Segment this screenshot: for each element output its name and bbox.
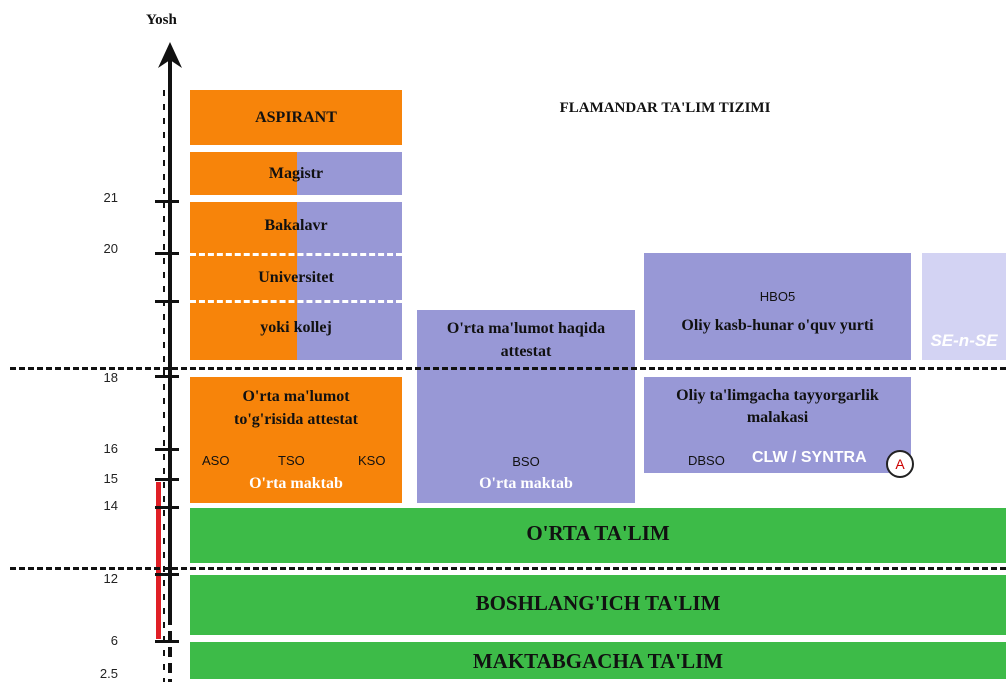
age-label: 14 (103, 498, 118, 513)
universitet-label: Universitet (258, 269, 334, 286)
hbo5-code: HBO5 (759, 289, 796, 304)
orta-maktab-label: O'rta maktab (249, 475, 343, 492)
tick-6 (155, 640, 179, 643)
dbso-box: Oliy ta'limgacha tayyorgarlik malakasi D… (644, 377, 911, 473)
orta-talim-label: O'RTA TA'LIM (526, 521, 670, 545)
axis-label: Yosh (146, 12, 177, 28)
se-n-se-label: SE-n-SE (930, 331, 998, 350)
age-label: 12 (103, 571, 118, 586)
age-label: 20 (103, 241, 118, 256)
badge-a-icon: A (886, 450, 914, 478)
dbso-title: Oliy ta'limgacha tayyorgarlik malakasi (676, 387, 879, 426)
tick-16 (155, 448, 179, 451)
bso-attestat-label: O'rta ma'lumot haqida attestat (446, 320, 606, 360)
compulsory-education-bar (156, 482, 161, 639)
tick-20 (155, 252, 179, 255)
clw-syntra-label: CLW / SYNTRA (752, 449, 867, 466)
age-label: 16 (103, 441, 118, 456)
se-n-se-box: SE-n-SE (922, 253, 1006, 360)
age-label: 18 (103, 370, 118, 385)
bso-label: BSO (512, 454, 540, 469)
aspirant-box: ASPIRANT (190, 90, 402, 145)
tick-15 (155, 478, 179, 481)
tick-18 (155, 375, 179, 378)
boshlangich-talim-label: BOSHLANG'ICH TA'LIM (475, 591, 721, 615)
tick-19 (155, 300, 179, 303)
axis-arrow-icon (158, 42, 182, 68)
magistr-box: Magistr (190, 152, 402, 195)
bachelor-university-box: Bakalavr Universitet yoki kollej (190, 202, 402, 360)
bso-school-label: O'rta maktab (479, 475, 573, 492)
maktabgacha-talim-box (190, 642, 1006, 679)
divider (190, 300, 402, 303)
kso-label: KSO (358, 453, 386, 468)
aso-label: ASO (202, 453, 230, 468)
divider (190, 253, 402, 256)
kollej-label: yoki kollej (260, 319, 332, 336)
diagram-title: FLAMANDAR TA'LIM TIZIMI (559, 100, 771, 116)
bso-box: O'rta ma'lumot haqida attestat BSO O'rta… (417, 310, 635, 503)
attestat-label: O'rta ma'lumot to'g'risida attestat (234, 388, 358, 428)
maktabgacha-talim-label: MAKTABGACHA TA'LIM (472, 649, 724, 673)
bakalavr-label: Bakalavr (264, 217, 328, 234)
separator-line (10, 367, 1006, 370)
age-axis (158, 42, 182, 682)
secondary-school-box: O'rta ma'lumot to'g'risida attestat ASO … (190, 377, 402, 503)
tick-12 (155, 573, 179, 576)
hbo5-title: Oliy kasb-hunar o'quv yurti (681, 317, 874, 334)
dbso-label: DBSO (688, 453, 725, 468)
age-label: 6 (110, 633, 118, 648)
aspirant-label: ASPIRANT (255, 109, 337, 126)
badge-a-label: A (895, 456, 905, 472)
age-label: 2.5 (99, 666, 118, 681)
boshlangich-talim-box (190, 575, 1006, 635)
tso-label: TSO (278, 453, 305, 468)
separator-line (10, 567, 1006, 570)
age-label: 21 (103, 190, 118, 205)
tick-21 (155, 200, 179, 203)
orta-talim-box (190, 508, 1006, 563)
tick-14 (155, 506, 179, 509)
age-label: 15 (103, 471, 118, 486)
hbo5-box: HBO5 Oliy kasb-hunar o'quv yurti (644, 253, 911, 360)
magistr-label: Magistr (268, 165, 324, 182)
